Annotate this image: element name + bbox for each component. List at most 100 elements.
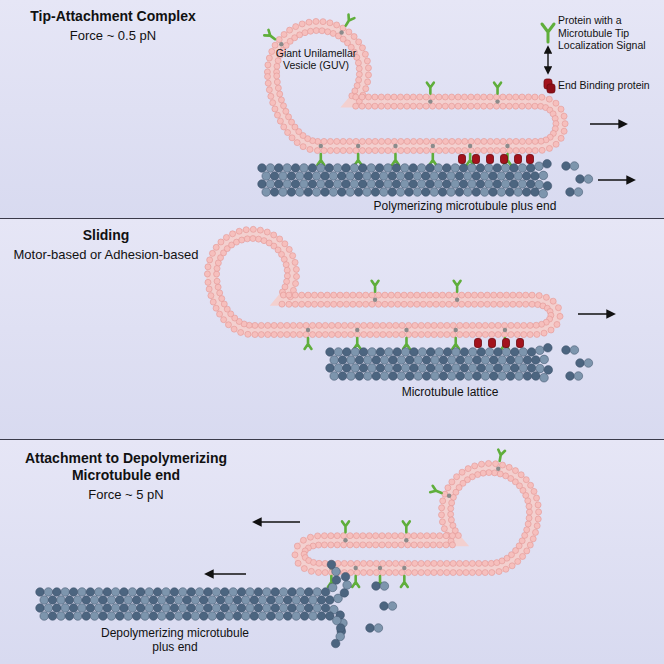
tubulin-subunit (65, 612, 74, 621)
lipid-head (472, 463, 478, 469)
lipid-head (329, 322, 335, 328)
tip-localization-protein (352, 576, 359, 587)
lipid-head (450, 322, 456, 328)
lipid-head (256, 236, 262, 242)
tubulin-subunit (366, 624, 375, 633)
tubulin-subunit (527, 164, 536, 173)
tubulin-subunit (313, 604, 322, 613)
tubulin-subunit (275, 180, 284, 189)
tubulin-subunit (107, 612, 116, 621)
lipid-head (284, 279, 290, 285)
lipid-head (397, 103, 403, 109)
lipid-head (286, 292, 292, 298)
panel-ground (0, 0, 664, 219)
lipid-head (359, 148, 365, 154)
lipid-head (300, 144, 306, 150)
tubulin-subunit (341, 572, 350, 581)
lipid-head (388, 292, 394, 298)
tubulin-subunit (570, 162, 579, 171)
tubulin-subunit (237, 588, 246, 597)
lipid-head (322, 322, 328, 328)
lipid-head (425, 570, 431, 576)
tubulin-subunit (510, 164, 519, 173)
lipid-head (303, 322, 309, 328)
tubulin-subunit (61, 588, 70, 597)
membrane-anchor (393, 144, 397, 148)
tubulin-subunit (464, 372, 473, 381)
lipid-head (526, 148, 532, 154)
tubulin-subunit (250, 612, 259, 621)
tubulin-subunit (212, 604, 221, 613)
tubulin-subunit (375, 180, 384, 189)
tubulin-subunit (250, 596, 259, 605)
lipid-head (465, 292, 471, 298)
lipid-head (347, 542, 353, 548)
tubulin-subunit (406, 372, 415, 381)
tubulin-subunit (158, 612, 167, 621)
tubulin-subunit (514, 172, 523, 181)
membrane-anchor (339, 30, 343, 34)
lipid-head (252, 322, 258, 328)
membrane-anchor (378, 566, 382, 570)
lipid-head (366, 72, 372, 78)
lipid-head (279, 301, 285, 307)
tubulin-subunit (359, 164, 368, 173)
lipid-head (418, 570, 424, 576)
lipid-head (455, 533, 461, 539)
lipid-head (500, 94, 506, 100)
lipid-head (443, 148, 449, 154)
tubulin-subunit (69, 604, 78, 613)
lipid-head (281, 124, 287, 130)
lipid-head (386, 332, 392, 338)
lipid-head (208, 293, 214, 299)
lipid-head (518, 472, 524, 478)
lipid-head (491, 292, 497, 298)
lipid-head (302, 30, 308, 36)
tubulin-subunit (498, 372, 507, 381)
lipid-head (265, 62, 271, 68)
lipid-head (457, 570, 463, 576)
lipid-head (243, 227, 249, 233)
tubulin-subunit (468, 180, 477, 189)
tubulin-subunit (36, 604, 45, 613)
tubulin-subunit (99, 612, 108, 621)
tubulin-subunit (329, 188, 338, 197)
membrane-anchor (428, 99, 432, 103)
lipid-head (438, 322, 444, 328)
lipid-head (305, 301, 311, 307)
lipid-head (455, 103, 461, 109)
tubulin-subunit (300, 180, 309, 189)
lipid-head (361, 570, 367, 576)
lipid-head (353, 533, 359, 539)
lipid-head (519, 138, 525, 144)
lipid-head (536, 293, 542, 299)
lipid-head (444, 332, 450, 338)
tip-localization-protein (498, 450, 505, 461)
tubulin-subunit (332, 576, 341, 585)
lipid-head (271, 322, 277, 328)
tubulin-subunit (485, 180, 494, 189)
lipid-head (493, 103, 499, 109)
lipid-head (379, 138, 385, 144)
tubulin-subunit (392, 164, 401, 173)
tubulin-subunit (527, 348, 536, 357)
tubulin-subunit (334, 364, 343, 373)
lipid-head (527, 542, 533, 548)
lipid-head (457, 322, 463, 328)
lipid-head (474, 94, 480, 100)
tip-localization-protein (454, 281, 461, 292)
tubulin-subunit (364, 356, 373, 365)
lipid-head (437, 560, 443, 566)
membrane-anchor (505, 144, 509, 148)
tubulin-subunit (401, 164, 410, 173)
tubulin-subunit (342, 180, 351, 189)
motion-arrow (206, 573, 246, 575)
membrane-anchor (355, 328, 359, 332)
lipid-head (495, 322, 501, 328)
lipid-head (503, 301, 509, 307)
tubulin-subunit (417, 164, 426, 173)
tubulin-subunit (174, 612, 183, 621)
panel-title: Sliding (6, 227, 206, 244)
tubulin-subunit (515, 372, 524, 381)
tubulin-subunit (57, 612, 66, 621)
